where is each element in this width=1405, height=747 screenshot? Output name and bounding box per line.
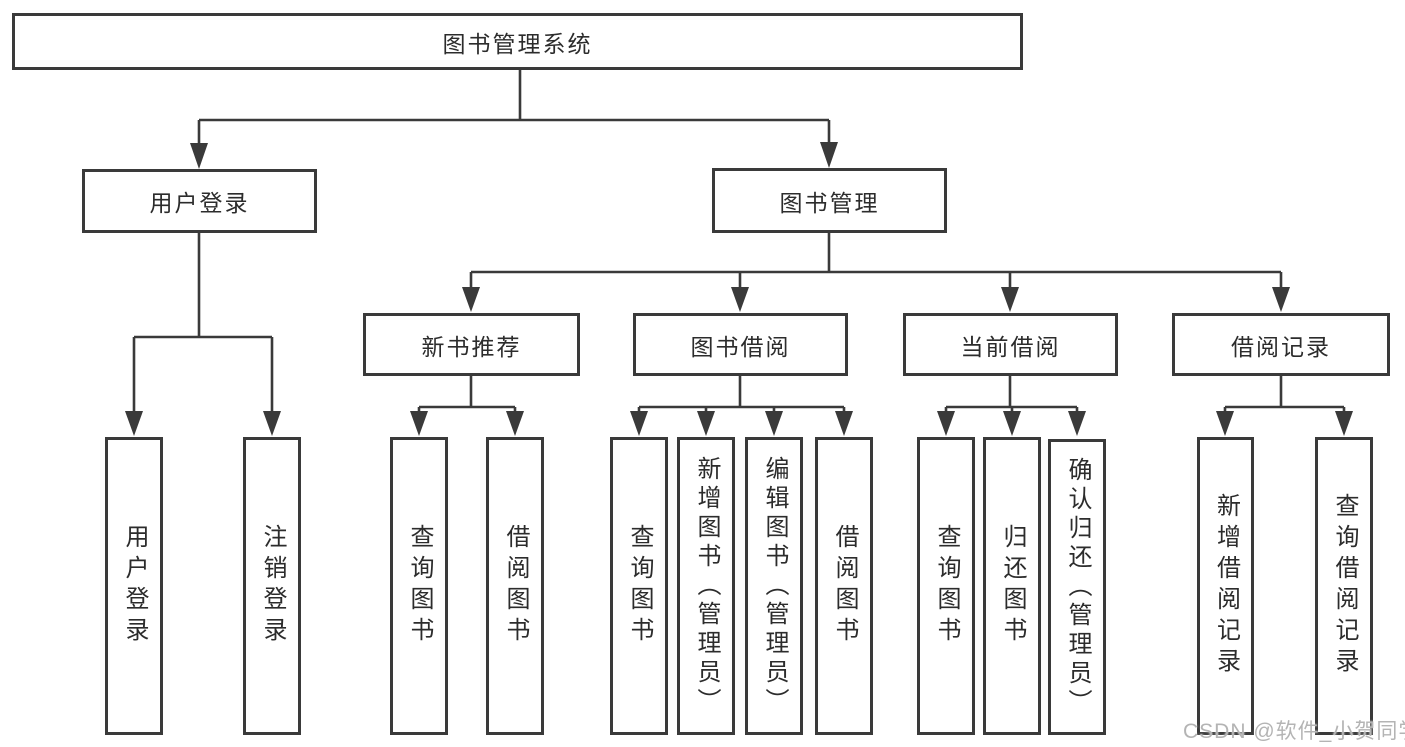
- node-book-borrow: 图书借阅: [633, 313, 848, 376]
- leaf-confirm-return-admin: 确认归还（管理员）: [1048, 439, 1106, 735]
- node-root-system: 图书管理系统: [12, 13, 1023, 70]
- node-user-login-branch: 用户登录: [82, 169, 317, 233]
- node-current-borrow: 当前借阅: [903, 313, 1118, 376]
- node-new-book-recommend: 新书推荐: [363, 313, 580, 376]
- leaf-recommend-borrow-book: 借阅图书: [486, 437, 544, 735]
- leaf-logout: 注销登录: [243, 437, 301, 735]
- csdn-watermark: CSDN @软件_小贺同学: [1183, 720, 1405, 743]
- leaf-borrow-query-book: 查询图书: [610, 437, 668, 735]
- leaf-borrow-borrow-book: 借阅图书: [815, 437, 873, 735]
- leaf-add-book-admin: 新增图书（管理员）: [677, 437, 735, 735]
- leaf-query-borrow-record: 查询借阅记录: [1315, 437, 1373, 735]
- leaf-recommend-query-book: 查询图书: [390, 437, 448, 735]
- leaf-return-book: 归还图书: [983, 437, 1041, 735]
- leaf-edit-book-admin: 编辑图书（管理员）: [745, 437, 803, 735]
- leaf-add-borrow-record: 新增借阅记录: [1197, 437, 1254, 735]
- leaf-current-query-book: 查询图书: [917, 437, 975, 735]
- node-book-management-branch: 图书管理: [712, 168, 947, 233]
- leaf-user-login: 用户登录: [105, 437, 163, 735]
- node-borrow-record: 借阅记录: [1172, 313, 1390, 376]
